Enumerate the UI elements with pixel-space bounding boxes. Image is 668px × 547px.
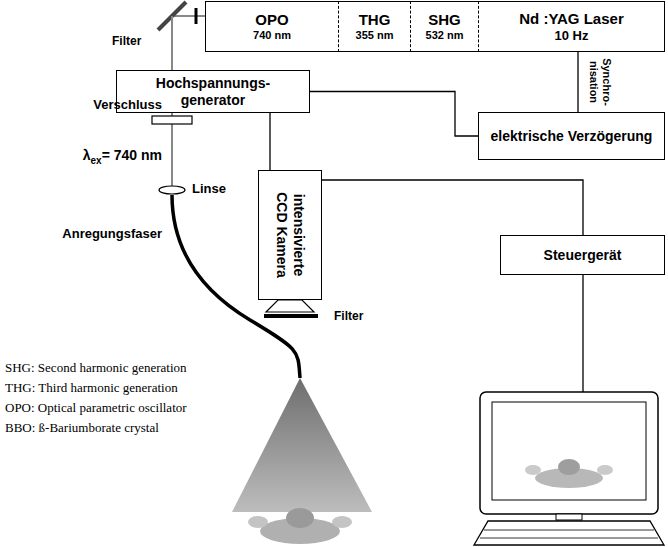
monitor-stand (556, 514, 582, 520)
laser-beam (172, 15, 205, 17)
keyboard-symbol (474, 521, 664, 545)
mouse-paw (332, 516, 352, 528)
screen-mouse-image (597, 465, 613, 475)
node-text: 532 nm (426, 29, 464, 42)
camera-box: intensivierte CCD Kamera (258, 170, 322, 300)
node-text: THG (359, 11, 391, 29)
node-text: 355 nm (356, 29, 394, 42)
label-text: Filter (112, 34, 141, 48)
label-text: = 740 nm (102, 147, 162, 163)
edge-label: Synchro- nisation (587, 58, 612, 106)
mouse-paw (248, 516, 268, 528)
label-text: λ (83, 147, 91, 163)
device-box: Steuergerät (500, 235, 665, 275)
node-text: Hochspannungs- generator (156, 75, 270, 109)
signal-wire (310, 92, 478, 137)
node-text: Nd :YAG Laser (519, 10, 623, 28)
filter-symbol (195, 8, 198, 24)
signal-wire (582, 275, 583, 392)
label-group: Linse (192, 181, 226, 197)
label-group: Filter (334, 309, 363, 323)
filter-symbol (264, 314, 318, 318)
signal-wire (269, 113, 270, 170)
label-group: λex= 740 nm (83, 147, 162, 167)
laser-stage: OPO740 nm (205, 1, 338, 52)
node-text: 740 nm (253, 29, 291, 42)
monitor-frame (480, 392, 658, 514)
laser-stage: Nd :YAG Laser10 Hz (478, 1, 665, 52)
keyboard-line (480, 538, 658, 539)
signal-wire (322, 180, 583, 235)
computer-symbol (474, 392, 664, 545)
device-box: elektrische Verzögerung (478, 112, 665, 160)
light-cone (232, 378, 372, 512)
label-text: OPO: Optical parametric oscillator (5, 400, 187, 415)
node-text: OPO (255, 11, 288, 29)
screen-mouse-image (558, 459, 580, 475)
label-text: Anregungsfaser (62, 226, 162, 241)
camera-lens (266, 300, 314, 312)
label-group: SHG: Second harmonic generation (5, 360, 187, 376)
label-text: Linse (192, 181, 226, 196)
label-group: Verschluss (93, 97, 162, 113)
label-text: ex (91, 155, 102, 166)
screen-mouse-image (525, 465, 541, 475)
node-text: elektrische Verzögerung (491, 128, 653, 145)
node-text: Steuergerät (544, 247, 622, 264)
lens-symbol (159, 186, 185, 194)
laser-stage: SHG532 nm (410, 1, 478, 52)
mouse-image (248, 508, 352, 544)
label-text: Verschluss (93, 97, 162, 112)
shutter-symbol (152, 116, 192, 124)
node-text: intensivierte CCD Kamera (273, 185, 307, 285)
mouse-head (286, 508, 314, 528)
monitor-screen (492, 402, 646, 500)
signal-wire (577, 52, 578, 112)
label-text: Filter (334, 309, 363, 323)
label-group: Filter (112, 34, 141, 48)
label-group: Anregungsfaser (62, 226, 162, 242)
node-text: 10 Hz (555, 28, 589, 44)
label-group: OPO: Optical parametric oscillator (5, 400, 187, 416)
label-text: SHG: Second harmonic generation (5, 360, 187, 375)
label-text: BBO: ß-Bariumborate crystal (5, 420, 159, 435)
label-text: THG: Third harmonic generation (5, 380, 178, 395)
laser-stage: THG355 nm (338, 1, 410, 52)
label-group: THG: Third harmonic generation (5, 380, 178, 396)
keyboard-line (484, 530, 654, 531)
label-group: BBO: ß-Bariumborate crystal (5, 420, 159, 436)
node-text: SHG (428, 11, 461, 29)
